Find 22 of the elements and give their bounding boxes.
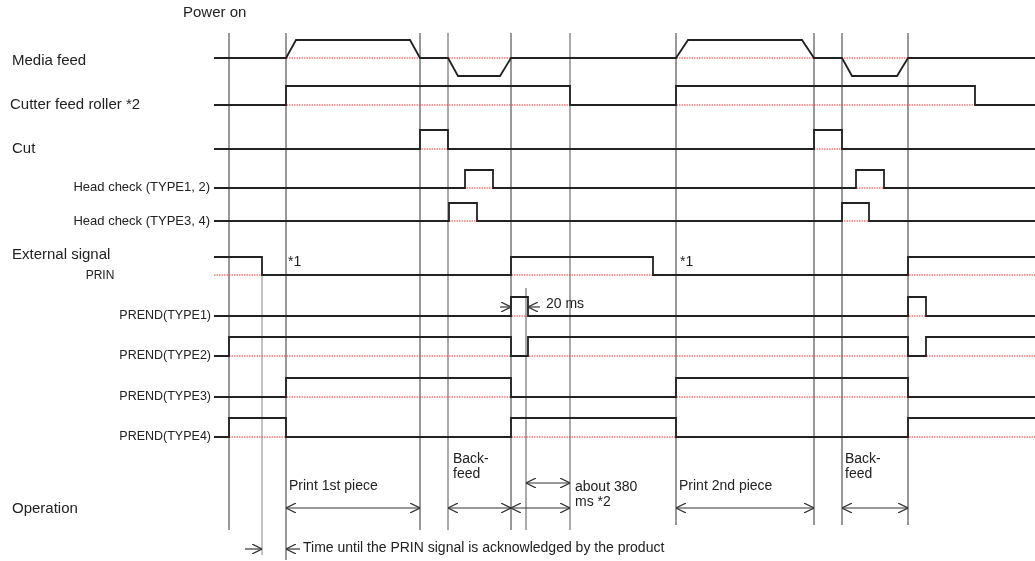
note: Time until the PRIN signal is acknowledged by the product: [303, 540, 665, 556]
signal-name: PREND(TYPE1): [119, 309, 211, 323]
signal-name: PREND(TYPE3): [119, 390, 211, 404]
signal-name: Media feed: [12, 51, 87, 69]
signal-name: PRIN: [85, 269, 115, 283]
operation-label: Print 1st piece: [289, 478, 378, 494]
footnote-mark: *1: [680, 254, 694, 270]
signal-name: External signal: [12, 245, 111, 263]
operation-label: Back-feed: [453, 450, 490, 482]
dimension-label: 20 ms: [546, 296, 585, 312]
operation-label: about 380 ms *2: [575, 478, 639, 510]
operation-label: Print 2nd piece: [679, 478, 773, 494]
footnote-mark: *1: [288, 254, 302, 270]
signal-name: PREND(TYPE4): [119, 430, 211, 444]
signal-name: PREND(TYPE2): [119, 349, 211, 363]
signal-name: Cut: [12, 139, 36, 157]
row-heading: Operation: [12, 499, 78, 517]
signal-name: Cutter feed roller *2: [10, 95, 141, 113]
operation-label: Back-feed: [845, 450, 882, 482]
annotation: Power on: [183, 3, 247, 21]
signal-name: Head check (TYPE3, 4): [73, 213, 210, 229]
signal-name: Head check (TYPE1, 2): [73, 179, 210, 195]
